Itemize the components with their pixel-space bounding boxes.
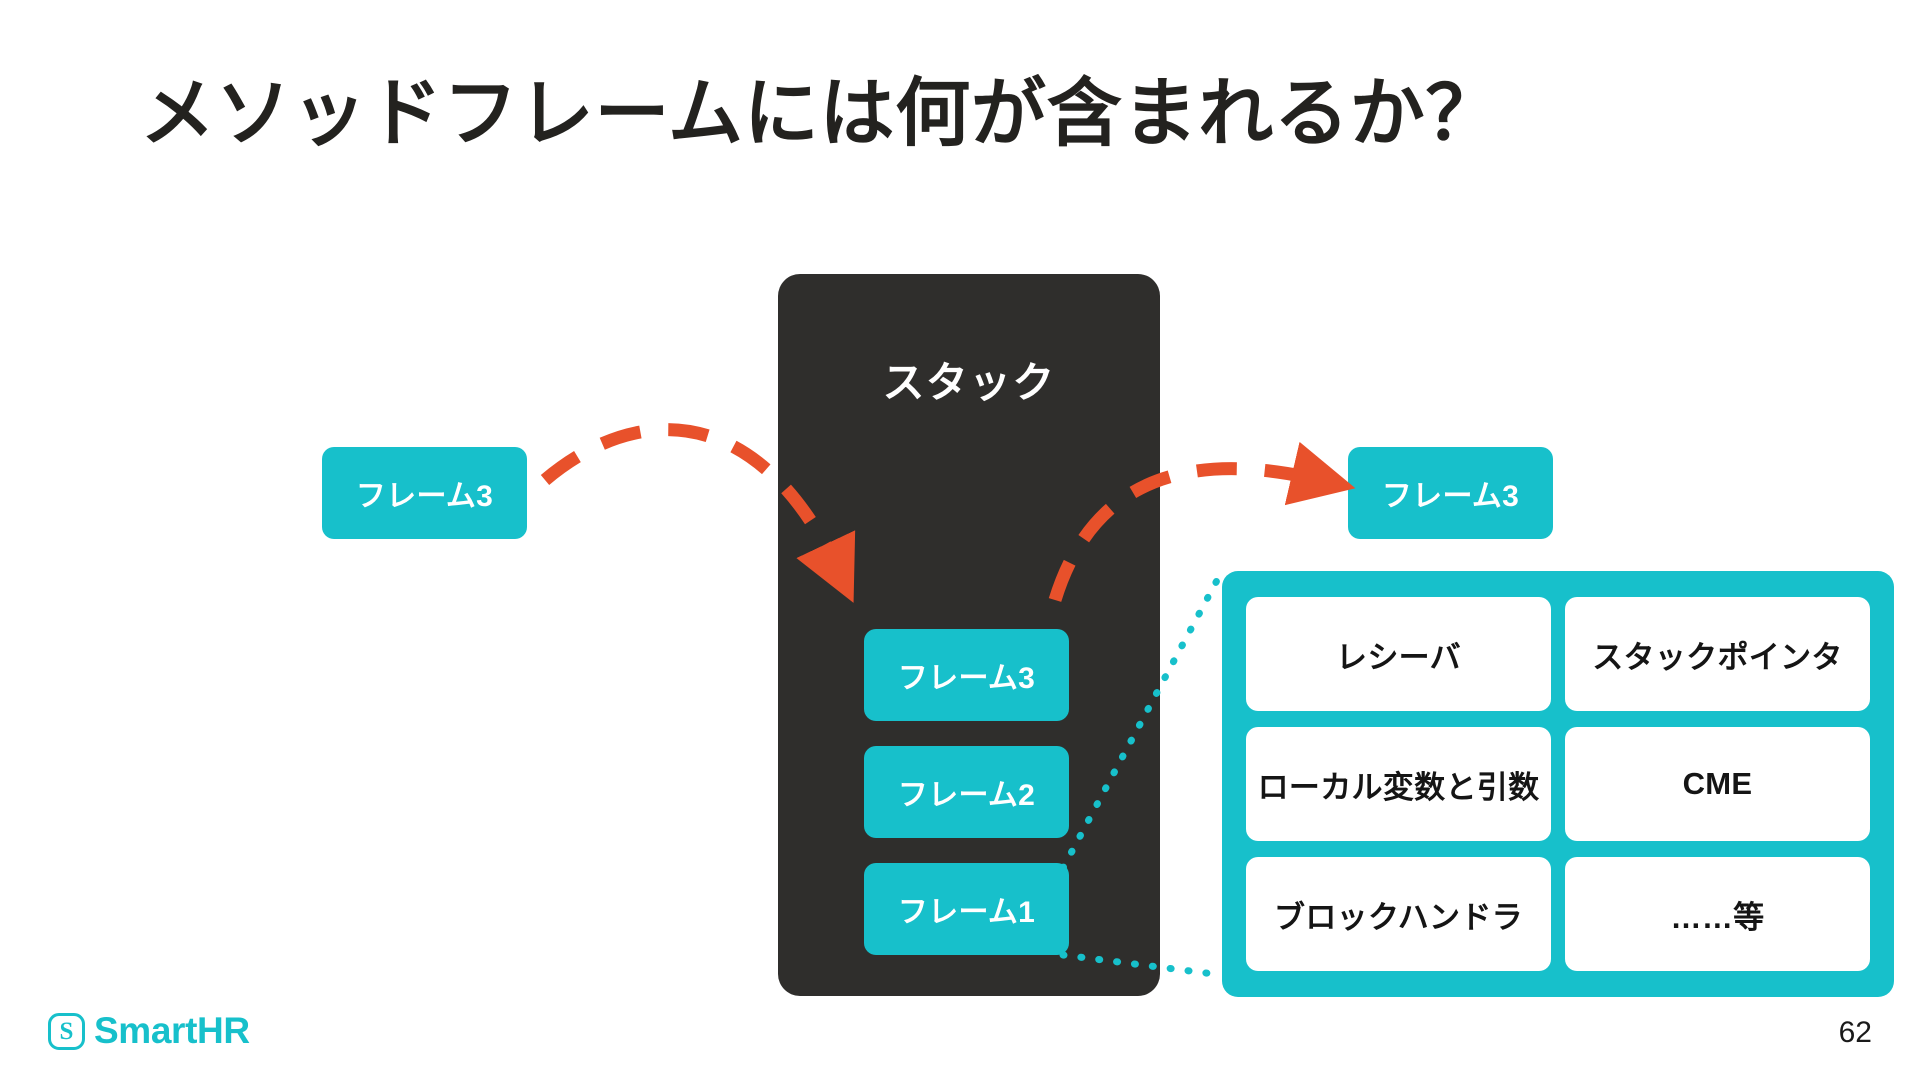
detail-item-cme: CME: [1565, 727, 1870, 841]
smarthr-logo: S SmartHR: [48, 1010, 250, 1052]
frame-chip-left: フレーム3: [322, 447, 527, 539]
page-number: 62: [1838, 1016, 1872, 1049]
stack-frame-3: フレーム3: [864, 629, 1069, 721]
smarthr-logo-text: SmartHR: [94, 1010, 250, 1051]
detail-item-etc: ……等: [1565, 857, 1870, 971]
stack-frame-list: フレーム3 フレーム2 フレーム1: [864, 629, 1069, 980]
stack-container: スタック フレーム3 フレーム2 フレーム1: [778, 274, 1160, 996]
stack-frame-2: フレーム2: [864, 746, 1069, 838]
detail-item-receiver: レシーバ: [1246, 597, 1551, 711]
frame-chip-right: フレーム3: [1348, 447, 1553, 539]
page-title: メソッドフレームには何が含まれるか？: [140, 71, 1502, 155]
stack-label: スタック: [882, 359, 1056, 406]
smarthr-logo-icon: S: [48, 1012, 85, 1050]
detail-item-stack-pointer: スタックポインタ: [1565, 597, 1870, 711]
stack-frame-1: フレーム1: [864, 863, 1069, 955]
detail-item-block-handler: ブロックハンドラ: [1246, 857, 1551, 971]
detail-item-locals-and-args: ローカル変数と引数: [1246, 727, 1551, 841]
frame-detail-panel: レシーバ スタックポインタ ローカル変数と引数 CME ブロックハンドラ ……等: [1222, 571, 1894, 997]
